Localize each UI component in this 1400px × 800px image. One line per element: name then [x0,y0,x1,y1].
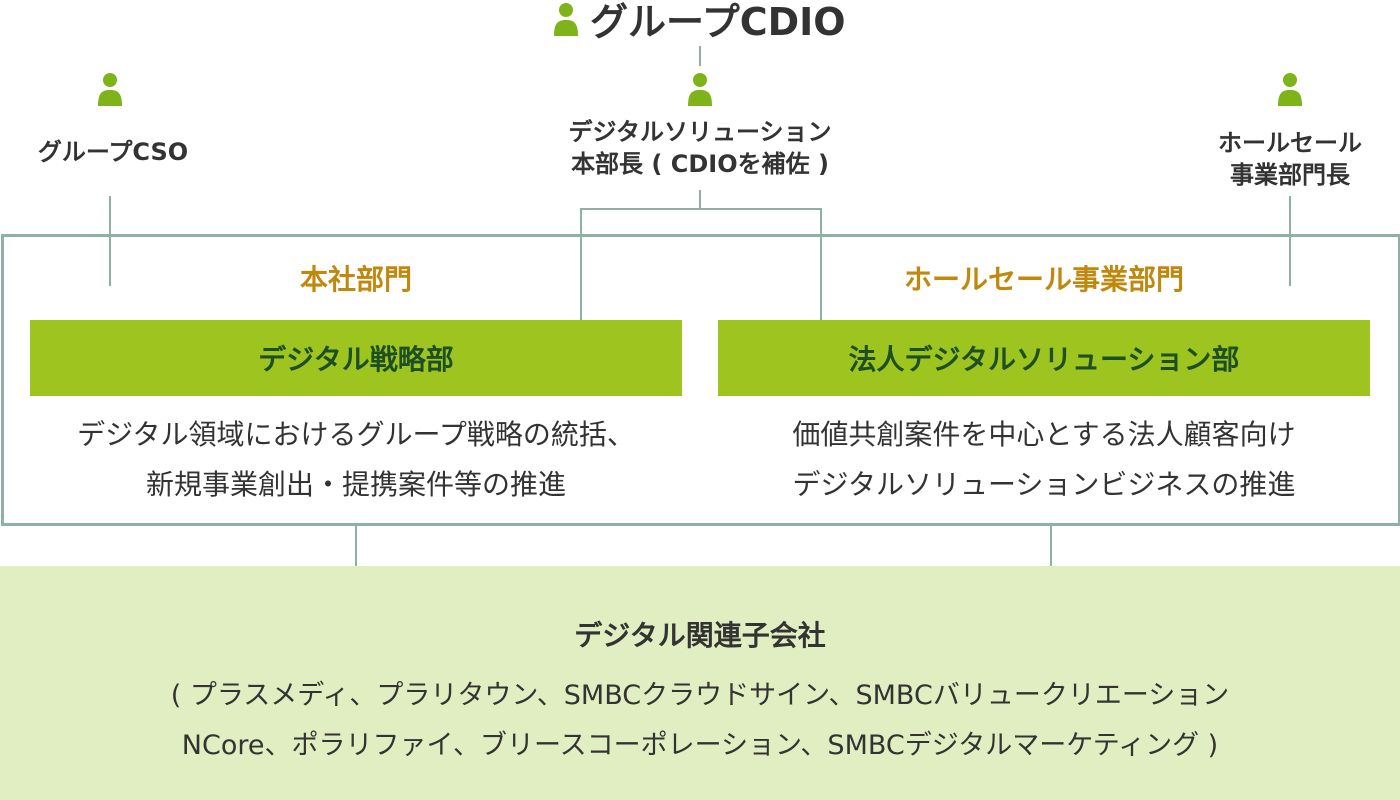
connector-hq-to-affiliates [355,524,357,566]
connector-to-corporate-digital [820,208,822,320]
connector-to-digital-strategy [580,208,582,320]
section-title-hq: 本社部門 [299,263,412,296]
section-title-wholesale: ホールセール事業部門 [903,263,1184,296]
connector-dx-head-horizontal [580,208,822,210]
role-wholesale-head-line2: 事業部門長 [1230,161,1350,190]
role-dx-head-line1: デジタルソリューション [568,118,832,146]
affiliates-line1: ( プラスメディ、プラリタウン、SMBCクラウドサイン、SMBCバリュークリエー… [170,680,1230,711]
role-wholesale-head: ホールセール 事業部門長 [1180,127,1400,192]
desc-hq-line1: デジタル領域におけるグループ戦略の統括、 [77,418,635,451]
desc-wholesale-line1: 価値共創案件を中心とする法人顧客向け [792,418,1296,451]
affiliates-panel: デジタル関連子会社 ( プラスメディ、プラリタウン、SMBCクラウドサイン、SM… [0,566,1400,800]
role-wholesale-head-line1: ホールセール [1218,129,1362,157]
dept-digital-strategy: デジタル戦略部 [30,320,682,396]
affiliates-title: デジタル関連子会社 [574,619,826,652]
connector-wholesale-head-down [1289,196,1291,286]
person-icon [98,73,122,106]
connector-cso-down [109,196,111,286]
desc-wholesale-line2: デジタルソリューションビジネスの推進 [792,468,1296,501]
desc-hq-line2: 新規事業創出・提携案件等の推進 [145,468,566,501]
person-icon [688,73,712,106]
cdio-title: グループCDIO [590,0,846,44]
connector-cdio-down [699,46,701,66]
dept-digital-strategy-desc: デジタル領域におけるグループ戦略の統括、 新規事業創出・提携案件等の推進 [10,410,702,510]
dept-corporate-digital-solution: 法人デジタルソリューション部 [718,320,1370,396]
connector-dx-head-down [699,190,701,210]
role-dx-head-line2: 本部長 ( CDIOを補佐 ) [571,150,829,179]
role-cso: グループCSO [37,138,189,166]
affiliates-list: ( プラスメディ、プラリタウン、SMBCクラウドサイン、SMBCバリュークリエー… [0,671,1400,771]
dept-corporate-digital-solution-desc: 価値共創案件を中心とする法人顧客向け デジタルソリューションビジネスの推進 [704,410,1384,510]
person-icon [1278,73,1302,106]
divisions-frame [1,234,1400,526]
role-dx-head: デジタルソリューション 本部長 ( CDIOを補佐 ) [520,116,880,181]
person-icon [554,3,578,36]
connector-wholesale-to-affiliates [1050,524,1052,566]
affiliates-line2: NCore、ポラリファイ、ブリースコーポレーション、SMBCデジタルマーケティン… [181,730,1219,761]
